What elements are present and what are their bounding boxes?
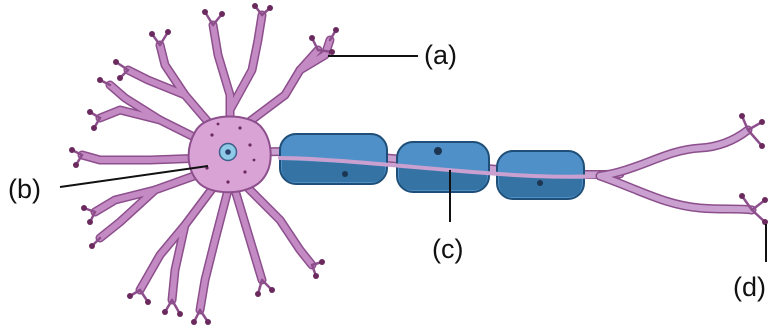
label-c: (c) <box>432 234 463 264</box>
nucleolus <box>225 149 231 155</box>
axon-terminal <box>600 113 768 225</box>
label-d: (d) <box>733 272 766 302</box>
label-b: (b) <box>8 174 41 204</box>
label-a: (a) <box>424 40 457 70</box>
